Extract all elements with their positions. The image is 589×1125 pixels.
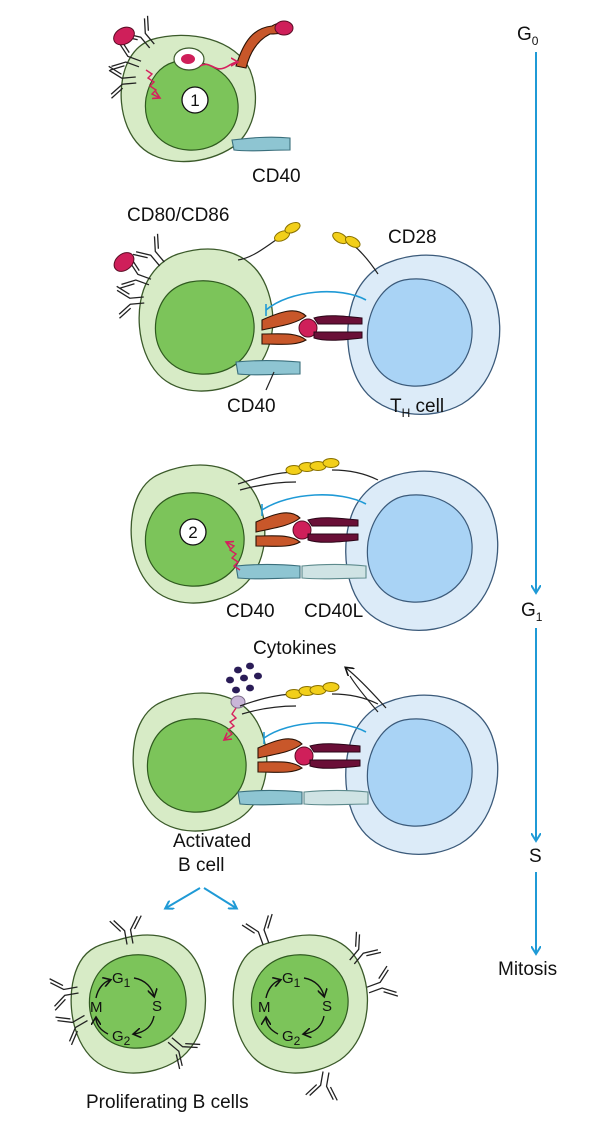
antigen-peptide-icon: [292, 520, 312, 540]
signal-arc: [265, 290, 367, 311]
svg-text:M: M: [90, 999, 103, 1016]
cell-cycle-timeline: G0 G1 S Mitosis: [498, 24, 557, 980]
timeline-g1-label: G1: [521, 600, 543, 624]
mhc-peptide-icon: [257, 738, 303, 759]
tcr-icon: [309, 743, 361, 769]
secretion-arrow: [346, 668, 387, 709]
signal-arc: [263, 722, 367, 739]
cd40-receptor: [235, 563, 301, 580]
activated-label-line2: B cell: [178, 855, 224, 876]
cell-cycle-loop: G1 S G2 M: [90, 970, 162, 1048]
svg-text:G1: G1: [112, 970, 131, 990]
step-2-number: 2: [188, 523, 197, 542]
cd40-label: CD40: [227, 396, 276, 417]
tcr-icon: [313, 315, 363, 341]
svg-text:G2: G2: [282, 1028, 301, 1048]
antigen-peptide-icon: [274, 20, 294, 36]
panel-3-cd40-signal: 2 CD40 CD40L: [130, 458, 499, 631]
activated-label-line1: Activated: [173, 831, 251, 852]
th-cell-nucleus: [366, 494, 473, 603]
proliferating-cell-right: G1 S G2 M: [232, 913, 399, 1102]
proliferating-label: Proliferating B cells: [86, 1092, 249, 1113]
antigen-icon: [113, 26, 135, 46]
cd40-label: CD40: [226, 601, 275, 622]
antigen-peptide-icon: [298, 318, 318, 338]
step-1-marker: [181, 86, 209, 114]
signal-arrow: [224, 707, 238, 740]
panel-4-cytokine-signal: Cytokines: [132, 638, 499, 876]
antigen-peptide-icon: [294, 746, 314, 766]
panel-1-resting-b-cell: 1 CD40: [108, 15, 301, 187]
cd40l-label: CD40L: [304, 601, 363, 622]
svg-text:G1: G1: [282, 970, 301, 990]
cell-cycle-loop: G1 S G2 M: [258, 970, 332, 1048]
division-arrow-right: [203, 887, 236, 908]
mhc-peptide-icon: [255, 512, 301, 533]
cd40-receptor: [235, 359, 301, 376]
cytokine-particles: [226, 662, 262, 694]
mhc-peptide-icon: [261, 310, 307, 331]
cd40-label: CD40: [252, 166, 301, 187]
timeline-s-label: S: [529, 846, 542, 867]
cd40-receptor: [237, 789, 303, 806]
svg-text:S: S: [152, 998, 162, 1015]
timeline-mitosis-label: Mitosis: [498, 959, 557, 980]
b-cell-nucleus: [146, 718, 247, 813]
th-cell-nucleus: [366, 278, 473, 387]
cd28-label: CD28: [388, 227, 437, 248]
svg-text:S: S: [322, 998, 332, 1015]
signal-arrow: [226, 542, 241, 571]
th-cell-nucleus: [366, 718, 473, 827]
step-2-marker: [179, 518, 207, 546]
antibody-icon: [305, 1068, 343, 1102]
cd80-cd86-label: CD80/CD86: [127, 205, 229, 226]
cd40l-ligand: [303, 789, 369, 806]
proliferating-cell-left: G1 S G2 M: [48, 914, 207, 1074]
cd28-icon: [309, 682, 340, 695]
cd40l-ligand: [301, 563, 367, 580]
transport-arrow: [199, 62, 238, 70]
cytokines-label: Cytokines: [253, 638, 336, 659]
cd80-cd86-icon: [271, 219, 304, 244]
signal-arc: [261, 494, 367, 511]
panel-2-th-contact: CD80/CD86 CD28 CD40 TH cell: [113, 205, 501, 420]
antigen-icon: [181, 54, 195, 64]
cytokine-receptor-icon: [230, 695, 246, 709]
cd40-receptor: [231, 136, 291, 152]
th-cell-label: TH cell: [390, 396, 444, 420]
signal-arrow: [145, 69, 160, 98]
timeline-g0-label: G0: [517, 24, 539, 48]
step-1-number: 1: [190, 91, 199, 110]
cd28-icon: [309, 458, 340, 471]
antigen-icon: [113, 252, 135, 272]
b-cell-nucleus: [154, 280, 255, 375]
svg-text:G2: G2: [112, 1028, 131, 1048]
tcr-icon: [307, 517, 359, 543]
division-arrow-left: [166, 887, 201, 908]
svg-text:M: M: [258, 999, 271, 1016]
b-cell-nucleus: [88, 954, 187, 1049]
